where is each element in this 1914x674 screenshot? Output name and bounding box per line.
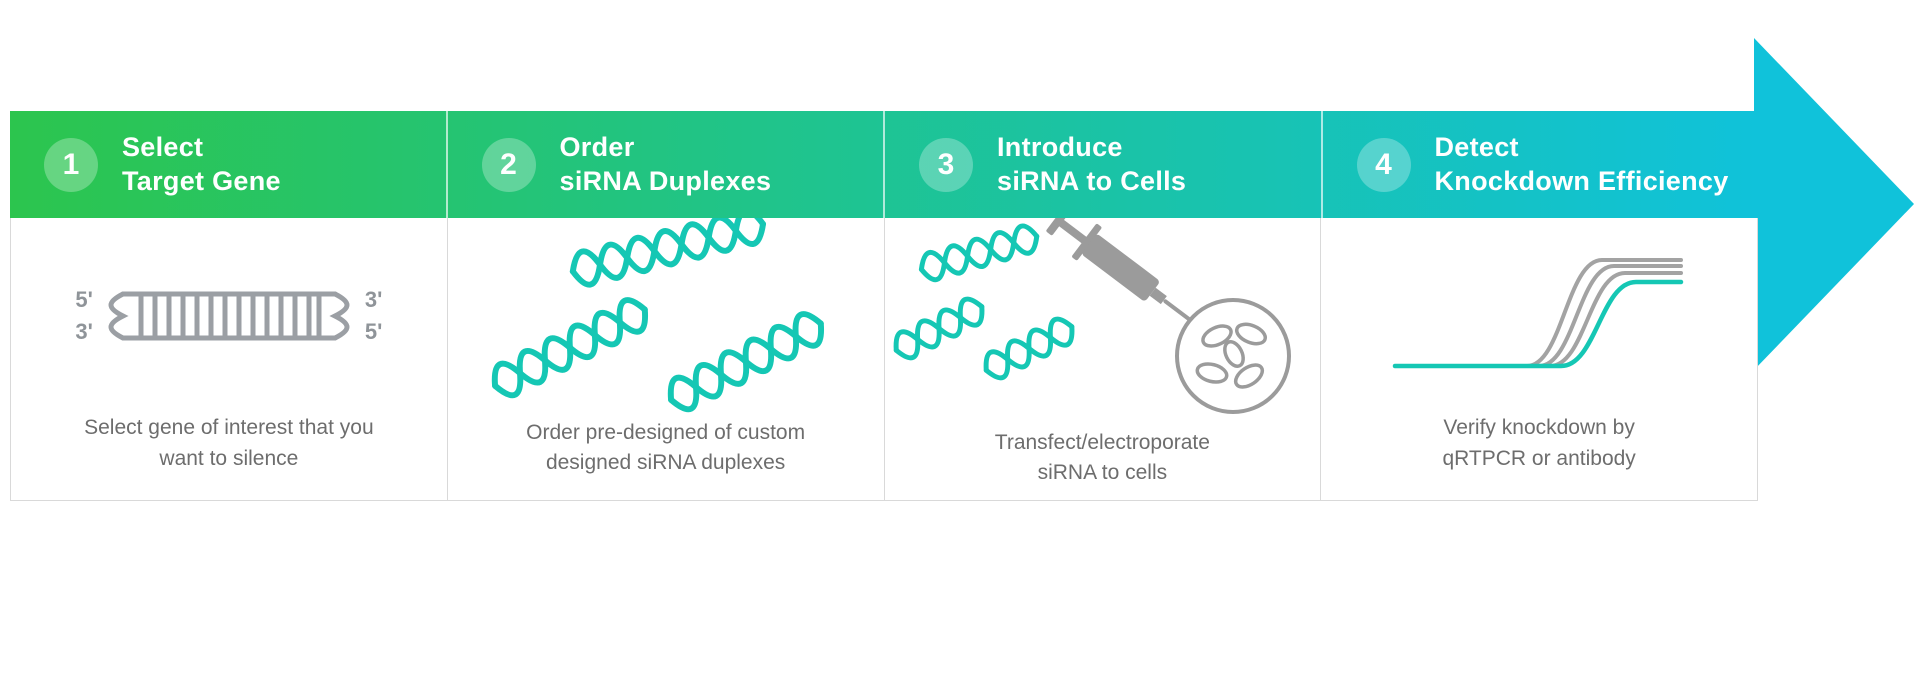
step-1-header: 1 Select Target Gene: [10, 111, 448, 218]
step-3-header: 3 Introduce siRNA to Cells: [885, 111, 1323, 218]
dna-left-labels: 5' 3': [75, 287, 92, 345]
step-2-title: Order siRNA Duplexes: [560, 131, 772, 199]
step-4-description: Verify knockdown by qRTPCR or antibody: [1442, 416, 1636, 470]
step-4-number-badge: 4: [1356, 137, 1411, 192]
dna-label-3prime-top-right: 3': [364, 286, 383, 312]
step-2-body: Order pre-designed of custom designed si…: [446, 218, 885, 501]
small-helix-mid: [984, 316, 1075, 381]
helix-top: [569, 218, 766, 288]
step-3-title-line1: Introduce: [997, 131, 1123, 162]
small-helix-top: [919, 223, 1040, 283]
knockdown-curves-icon: [1392, 257, 1684, 368]
step-3-icon-area: [885, 218, 1321, 428]
syringe-icon: [1046, 218, 1194, 323]
step-4-title: Detect Knockdown Efficiency: [1435, 131, 1729, 199]
step-2-icon-area: [448, 218, 884, 418]
step-1-icon-area: 5' 3': [11, 218, 447, 413]
step-1-description: Select gene of interest that you want to…: [84, 416, 374, 470]
step-4-body: Verify knockdown by qRTPCR or antibody: [1320, 218, 1758, 501]
transfection-icon: [894, 218, 1292, 414]
step-2-title-line1: Order: [559, 131, 635, 162]
step-3-body: Transfect/electroporate siRNA to cells: [883, 218, 1322, 501]
step-2-title-line2: siRNA Duplexes: [559, 165, 772, 196]
step-2-number-badge: 2: [481, 137, 536, 192]
cells-circle-icon: [1175, 298, 1292, 414]
process-arrow-icon: [1754, 38, 1914, 370]
step-4-icon-area: [1321, 218, 1757, 413]
step-3-number-badge: 3: [919, 137, 973, 192]
steps-body-row: 5' 3': [10, 218, 1758, 501]
step-3-title: Introduce siRNA to Cells: [997, 131, 1186, 199]
dna-label-5prime-top-left: 5': [75, 286, 93, 312]
step-4-header: 4 Detect Knockdown Efficiency: [1323, 111, 1759, 218]
dna-label-5prime-bottom-right: 5': [364, 318, 383, 344]
step-1-title-line2: Target Gene: [122, 165, 281, 196]
steps-header-band: 1 Select Target Gene 2 Order siRNA Duple…: [10, 111, 1758, 218]
small-helix-left: [894, 296, 985, 361]
step-4-title-line2: Knockdown Efficiency: [1434, 165, 1729, 196]
step-4-title-line1: Detect: [1434, 131, 1519, 162]
step-1-number-badge: 1: [44, 137, 98, 192]
sirna-helices-icon: [491, 218, 824, 413]
helix-left: [491, 297, 648, 399]
step-1-title: Select Target Gene: [122, 131, 281, 199]
step-1-body: 5' 3': [10, 218, 448, 501]
helix-right: [667, 311, 824, 413]
dna-label-3prime-bottom-left: 3': [75, 318, 93, 344]
step-1-title-line1: Select: [122, 131, 204, 162]
dna-right-labels: 3' 5': [365, 287, 382, 345]
dna-duplex-icon: [108, 291, 350, 341]
step-3-title-line2: siRNA to Cells: [997, 165, 1187, 196]
step-2-description: Order pre-designed of custom designed si…: [526, 421, 806, 475]
step-2-header: 2 Order siRNA Duplexes: [448, 111, 885, 218]
step-3-description: Transfect/electroporate siRNA to cells: [994, 431, 1210, 485]
